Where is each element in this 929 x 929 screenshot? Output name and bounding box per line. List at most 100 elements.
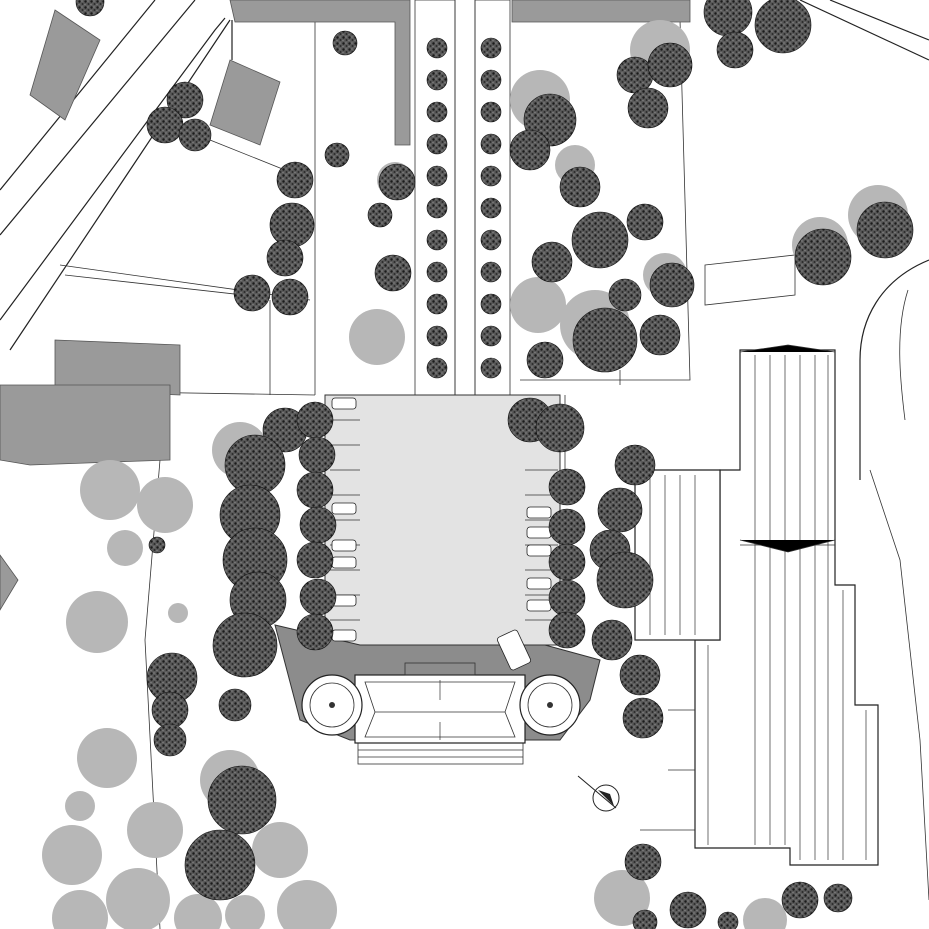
alley-tree bbox=[480, 229, 502, 251]
existing-building bbox=[0, 554, 19, 611]
alley-tree bbox=[426, 69, 448, 91]
roof-ridge-lines bbox=[635, 344, 867, 860]
dense-tree-canopies bbox=[75, 0, 914, 929]
tree bbox=[153, 723, 187, 757]
tree bbox=[572, 307, 638, 373]
tree bbox=[627, 87, 669, 129]
tree bbox=[296, 541, 334, 579]
tree bbox=[374, 254, 412, 292]
parked-car bbox=[331, 629, 357, 642]
alley-tree bbox=[426, 101, 448, 123]
parked-cars bbox=[331, 397, 552, 671]
existing-tree bbox=[252, 822, 308, 878]
parked-car bbox=[526, 599, 552, 612]
tree bbox=[632, 909, 658, 929]
parked-car bbox=[331, 397, 357, 410]
alley-tree bbox=[426, 325, 448, 347]
tree bbox=[166, 81, 204, 119]
parked-car bbox=[497, 629, 531, 671]
tree bbox=[207, 765, 277, 835]
existing-tree bbox=[52, 890, 108, 929]
existing-tree bbox=[66, 591, 128, 653]
existing-tree bbox=[510, 277, 566, 333]
alley-tree bbox=[480, 325, 502, 347]
existing-tree bbox=[42, 825, 102, 885]
existing-building bbox=[29, 9, 101, 121]
alley-tree bbox=[480, 69, 502, 91]
tree bbox=[626, 203, 664, 241]
tree bbox=[596, 551, 654, 609]
parked-car bbox=[526, 506, 552, 519]
tree bbox=[276, 161, 314, 199]
alley-tree bbox=[480, 293, 502, 315]
existing-building bbox=[511, 0, 691, 23]
tree bbox=[178, 118, 212, 152]
existing-tree bbox=[137, 477, 193, 533]
tree bbox=[624, 843, 662, 881]
alley-tree bbox=[426, 229, 448, 251]
existing-building bbox=[209, 59, 281, 146]
tree bbox=[151, 691, 189, 729]
alley-tree bbox=[480, 101, 502, 123]
tree bbox=[146, 106, 184, 144]
tree bbox=[266, 239, 304, 277]
alley-tree bbox=[426, 261, 448, 283]
tree bbox=[794, 228, 852, 286]
annex-roof bbox=[634, 469, 721, 641]
tree bbox=[148, 536, 166, 554]
existing-tree bbox=[594, 870, 650, 926]
parked-car bbox=[331, 539, 357, 552]
existing-tree bbox=[106, 868, 170, 929]
alley-trees bbox=[426, 37, 502, 379]
tree bbox=[548, 543, 586, 581]
parked-car bbox=[526, 526, 552, 539]
parked-car bbox=[331, 556, 357, 569]
alley-tree bbox=[480, 261, 502, 283]
existing-tree bbox=[174, 894, 222, 929]
alley-tree bbox=[426, 357, 448, 379]
existing-buildings bbox=[0, 0, 691, 611]
tree bbox=[548, 611, 586, 649]
tree bbox=[296, 401, 334, 439]
parked-car bbox=[526, 544, 552, 557]
tree bbox=[269, 202, 315, 248]
tree bbox=[233, 274, 271, 312]
tree bbox=[367, 202, 393, 228]
existing-building bbox=[229, 0, 411, 146]
alley-tree bbox=[426, 165, 448, 187]
existing-tree bbox=[77, 728, 137, 788]
east-building-complex bbox=[634, 344, 879, 866]
tree bbox=[649, 262, 695, 308]
tree bbox=[669, 891, 707, 929]
tree bbox=[218, 688, 252, 722]
tree bbox=[531, 241, 573, 283]
existing-tree bbox=[65, 791, 95, 821]
alley-tree bbox=[480, 197, 502, 219]
tree bbox=[559, 166, 601, 208]
tree bbox=[571, 211, 629, 269]
alley-tree bbox=[426, 197, 448, 219]
tree bbox=[75, 0, 105, 17]
alley-tree bbox=[426, 37, 448, 59]
tree bbox=[619, 654, 661, 696]
tree bbox=[378, 163, 416, 201]
existing-tree bbox=[225, 895, 265, 929]
tree bbox=[823, 883, 853, 913]
tree bbox=[535, 403, 585, 453]
tree bbox=[296, 613, 334, 651]
tree bbox=[299, 506, 337, 544]
existing-building bbox=[0, 384, 171, 466]
tree bbox=[271, 278, 309, 316]
tree bbox=[296, 471, 334, 509]
parked-car bbox=[331, 502, 357, 515]
existing-building bbox=[54, 339, 181, 396]
existing-tree bbox=[743, 898, 787, 929]
tree bbox=[332, 30, 358, 56]
parked-car bbox=[526, 577, 552, 590]
tree bbox=[597, 487, 643, 533]
tree bbox=[608, 278, 642, 312]
tree bbox=[616, 56, 654, 94]
tree bbox=[622, 697, 664, 739]
tree bbox=[548, 508, 586, 546]
